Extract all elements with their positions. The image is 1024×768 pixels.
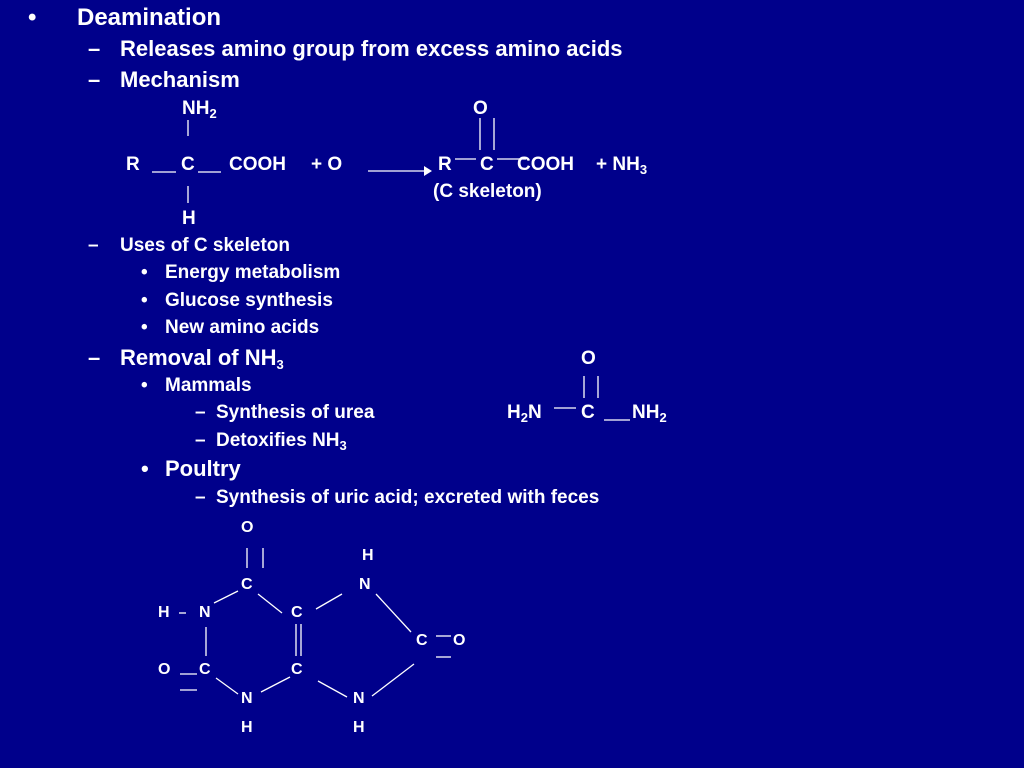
- bond-line: [315, 593, 343, 610]
- bond-line: [215, 677, 239, 695]
- text-synthesis-of-urea: Synthesis of urea: [216, 402, 375, 423]
- atom-o-top: O: [473, 98, 488, 119]
- atom-h: H: [182, 208, 196, 229]
- bullet-marker: •: [28, 4, 37, 31]
- text-mammals: Mammals: [165, 375, 252, 396]
- text-removal-nh3: Removal of NH3: [120, 345, 284, 372]
- uric-atom-n1: N: [199, 604, 211, 621]
- uric-atom-c2: C: [199, 661, 211, 678]
- uric-atom-h-top: H: [362, 547, 374, 564]
- uric-atom-n7: N: [359, 576, 371, 593]
- heading-deamination: Deamination: [77, 4, 222, 31]
- uric-atom-h9: H: [353, 719, 365, 736]
- atom-r-right: R: [438, 154, 452, 175]
- atom-nh2: NH2: [182, 98, 217, 121]
- dash-marker: –: [88, 36, 101, 61]
- bond-line: [317, 680, 348, 698]
- reaction-arrow-head: [424, 166, 432, 176]
- product-plus-nh3: + NH3: [596, 154, 648, 177]
- text-releases: Releases amino group from excess amino a…: [120, 36, 623, 61]
- dash-marker: –: [195, 402, 206, 423]
- urea-atom-nh2: NH2: [632, 402, 667, 425]
- bond-line: [260, 676, 291, 693]
- urea-atom-c: C: [581, 402, 595, 423]
- urea-atom-h2n: H2N: [507, 402, 542, 425]
- text-uses-c-skeleton: Uses of C skeleton: [120, 235, 290, 256]
- text-glucose-synthesis: Glucose synthesis: [165, 290, 333, 311]
- uric-atom-c8: C: [416, 632, 428, 649]
- atom-c-right: C: [480, 154, 494, 175]
- text-energy-metabolism: Energy metabolism: [165, 262, 341, 283]
- uric-atom-h1: H: [158, 604, 170, 621]
- bullet-marker: •: [141, 456, 149, 481]
- bullet-marker: •: [141, 290, 148, 311]
- reactant-plus-o: + O: [311, 154, 343, 175]
- dash-marker: –: [88, 67, 101, 92]
- group-cooh-right: COOH: [517, 154, 574, 175]
- atom-c-left: C: [181, 154, 195, 175]
- uric-atom-o2: O: [158, 661, 171, 678]
- uric-atom-h3: H: [241, 719, 253, 736]
- text-mechanism: Mechanism: [120, 67, 240, 92]
- uric-atom-n3: N: [241, 690, 253, 707]
- label-c-skeleton: (C skeleton): [433, 181, 542, 202]
- uric-atom-c6: C: [241, 576, 253, 593]
- text-new-amino-acids: New amino acids: [165, 317, 320, 338]
- uric-atom-o8: O: [453, 632, 466, 649]
- urea-atom-o: O: [581, 348, 596, 369]
- dash-marker: –: [195, 430, 206, 451]
- bond-line: [371, 663, 415, 697]
- bullet-marker: •: [141, 375, 148, 396]
- text-poultry: Poultry: [165, 456, 241, 481]
- dash-marker: –: [195, 487, 206, 508]
- uric-atom-o-top: O: [241, 519, 254, 536]
- dash-marker: –: [88, 345, 101, 370]
- dash-marker: –: [88, 235, 99, 256]
- uric-atom-c4: C: [291, 661, 303, 678]
- text-detoxifies-nh3: Detoxifies NH3: [216, 430, 347, 453]
- atom-r-left: R: [126, 154, 140, 175]
- bond-line: [257, 593, 283, 614]
- uric-atom-n9: N: [353, 690, 365, 707]
- bullet-marker: •: [141, 262, 148, 283]
- bullet-marker: •: [141, 317, 148, 338]
- text-uric-acid-synthesis: Synthesis of uric acid; excreted with fe…: [216, 487, 600, 508]
- uric-atom-c5: C: [291, 604, 303, 621]
- group-cooh-left: COOH: [229, 154, 286, 175]
- bond-line: [213, 590, 239, 604]
- bond-line: [375, 593, 412, 633]
